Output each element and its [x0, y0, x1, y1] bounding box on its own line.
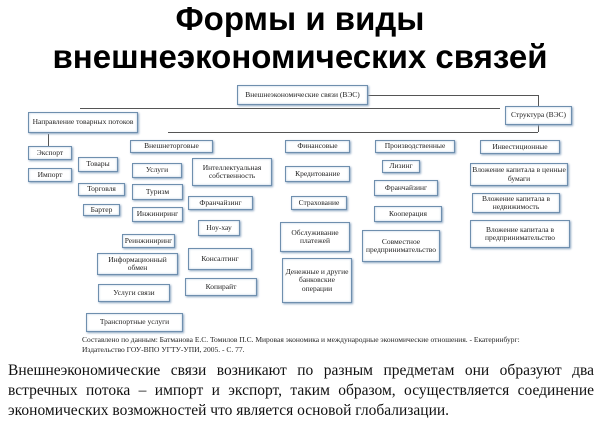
node-export: Экспорт: [28, 146, 72, 160]
node-barter: Бартер: [83, 204, 120, 216]
node-ip: Интеллектуальная собственность: [192, 158, 272, 186]
node-payments: Обслуживание платежей: [280, 222, 350, 252]
node-root: Внешнеэкономические связи (ВЭС): [237, 85, 368, 105]
node-import: Импорт: [28, 168, 72, 182]
node-consulting: Консалтинг: [188, 248, 252, 270]
node-franchise2: Франчайзинг: [374, 180, 438, 196]
connector: [80, 108, 500, 109]
node-commerce: Торговля: [78, 183, 125, 196]
connector: [168, 132, 538, 133]
node-investment: Инвестиционные: [480, 140, 560, 154]
node-insurance: Страхование: [291, 196, 347, 210]
node-leasing: Лизинг: [382, 160, 420, 173]
node-banking: Денежные и другие банковские операции: [282, 258, 352, 303]
source-note: Составлено по данным: Батманова Е.С. Том…: [82, 335, 520, 354]
node-franchise1: Франчайзинг: [188, 196, 253, 210]
node-cooperation: Кооперация: [374, 206, 442, 222]
node-structure: Структура (ВЭС): [505, 106, 572, 125]
node-credit: Кредитование: [285, 166, 350, 182]
title-line-2: внешнеэкономических связей: [52, 38, 548, 75]
connector: [48, 134, 49, 146]
node-tourism: Туризм: [132, 184, 183, 200]
body-paragraph: Внешнеэкономические связи возникают по р…: [8, 362, 594, 419]
connector: [538, 124, 539, 132]
node-knowhow: Ноу-хау: [198, 220, 240, 236]
node-finance: Финансовые: [285, 140, 350, 153]
connector: [538, 95, 539, 106]
node-transport: Транспортные услуги: [86, 313, 183, 332]
node-services: Услуги: [132, 163, 182, 178]
connector: [368, 95, 538, 96]
node-inv3: Вложение капитала в предпринимательство: [470, 220, 570, 248]
node-engineering: Инжиниринг: [132, 207, 183, 222]
node-inv2: Вложение капитала в недвижимость: [472, 193, 560, 213]
node-inv1: Вложение капитала в ценные бумаги: [470, 163, 568, 186]
node-production: Производственные: [375, 140, 455, 153]
node-flows: Направление товарных потоков: [28, 112, 138, 133]
node-trade: Внешнеторговые: [130, 140, 213, 153]
node-reengineering: Реинжиниринг: [122, 234, 175, 248]
title-line-1: Формы и виды: [175, 0, 425, 37]
node-copyright: Копирайт: [185, 278, 257, 296]
node-info: Информационный обмен: [97, 253, 178, 275]
node-joint: Совместное предпринимательство: [362, 230, 440, 262]
node-comm: Услуги связи: [98, 284, 170, 302]
node-goods: Товары: [78, 157, 118, 172]
